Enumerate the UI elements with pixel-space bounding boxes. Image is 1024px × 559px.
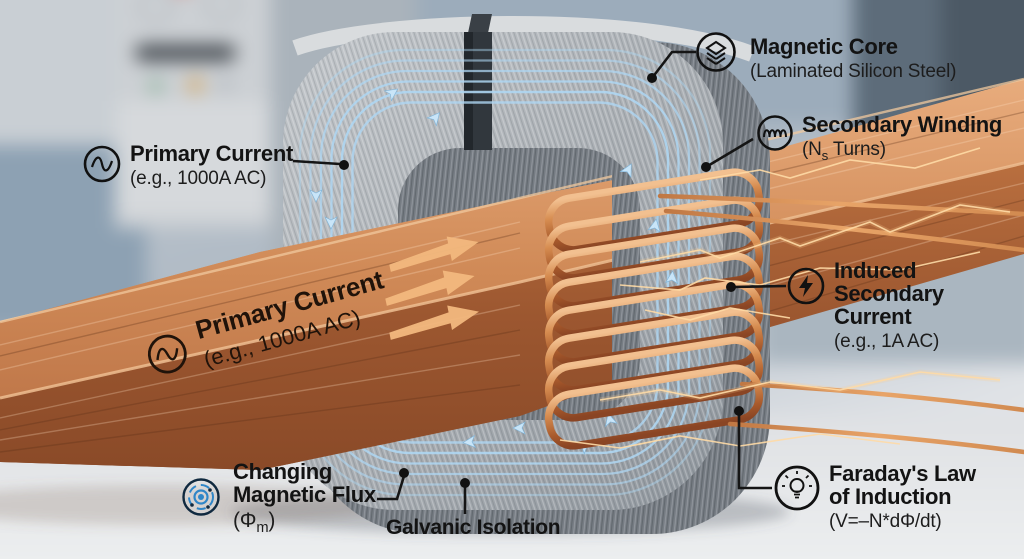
- leader-lines: [292, 50, 787, 514]
- primary-current-left-subtitle: (e.g., 1000A AC): [130, 167, 267, 189]
- bg-cabinet-knob: [141, 0, 169, 21]
- layers-icon: [696, 32, 736, 72]
- induced-line1: Induced: [834, 258, 917, 283]
- flux-icon: [182, 478, 220, 516]
- bg-cabinet-knob-2: [208, 0, 236, 18]
- magnetic-core-subtitle: (Laminated Silicon Steel): [750, 60, 957, 82]
- core-gap-top: [468, 14, 492, 33]
- induced-current-label: Induced Secondary Current (e.g., 1A AC): [834, 258, 944, 352]
- spark-arcs: [559, 147, 1011, 449]
- galvanic-isolation-title: Galvanic Isolation: [386, 516, 561, 539]
- primary-current-left-title: Primary Current: [130, 141, 294, 166]
- magnetic-core-title: Magnetic Core: [750, 34, 898, 59]
- induced-line2: Secondary: [834, 280, 944, 306]
- flux-line1: Changing: [233, 459, 333, 484]
- primary-current-bar-label: Primary Current (e.g., 1000A AC): [138, 264, 394, 388]
- secondary-winding-subtitle: (Ns Turns): [802, 138, 886, 163]
- bg-cabinet-led-amber: [188, 78, 203, 92]
- leader-dots: [339, 73, 744, 488]
- bg-cabinet-panel: [116, 101, 275, 216]
- magnetic-flux-label: Changing Magnetic Flux (Φm): [233, 459, 376, 536]
- ac-sine-icon: [83, 145, 121, 183]
- ac-sine-icon: [147, 334, 187, 374]
- primary-current-left-label: Primary Current (e.g., 1000A AC): [130, 141, 294, 189]
- bg-cabinet-vent: [135, 44, 236, 61]
- faraday-formula: (V=–N*dΦ/dt): [829, 510, 942, 532]
- bar-shadow: [0, 485, 390, 525]
- flux-line2: Magnetic Flux: [233, 481, 376, 507]
- secondary-lead-wires: [657, 193, 1024, 455]
- secondary-winding-title: Secondary Winding: [802, 112, 1003, 137]
- faraday-label: Faraday's Law of Induction (V=–N*dΦ/dt): [829, 461, 976, 532]
- flux-symbol: (Φm): [233, 508, 276, 536]
- induced-subtitle: (e.g., 1A AC): [834, 330, 940, 352]
- coil-icon: [757, 115, 793, 151]
- lightbulb-icon: [774, 465, 820, 511]
- faraday-line2: of Induction: [829, 483, 952, 509]
- faraday-line1: Faraday's Law: [829, 461, 976, 486]
- secondary-winding-coil: [544, 168, 764, 450]
- lightning-icon: [787, 267, 825, 305]
- magnetic-core-label: Magnetic Core (Laminated Silicon Steel): [750, 34, 957, 82]
- galvanic-isolation-label: Galvanic Isolation: [386, 516, 561, 539]
- bg-cabinet-led-green: [150, 80, 162, 92]
- secondary-winding-label: Secondary Winding (Ns Turns): [802, 112, 1003, 163]
- induced-line3: Current: [834, 303, 912, 329]
- core-top-face: [292, 16, 755, 62]
- bg-cabinet-led-gray: [218, 77, 233, 91]
